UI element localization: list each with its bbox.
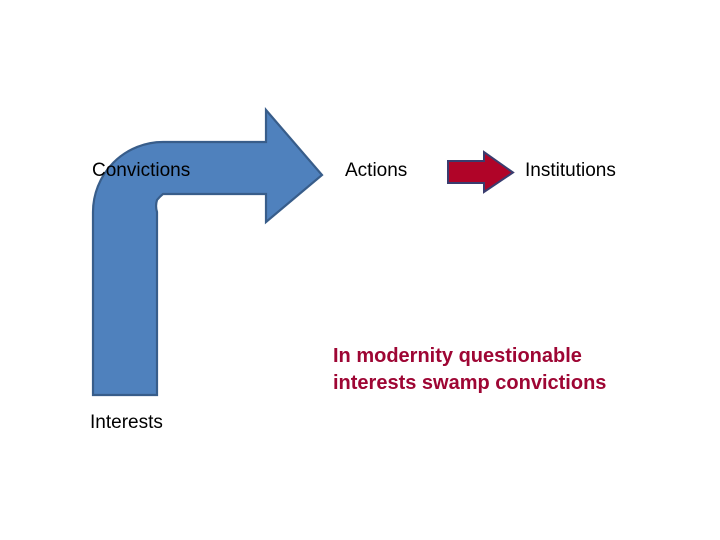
node-label-interests: Interests	[90, 412, 163, 433]
blue-elbow-arrow	[91, 107, 324, 397]
caption-line-2: interests swamp convictions	[333, 372, 607, 394]
node-label-actions: Actions	[345, 160, 408, 181]
blue-arrow-shape	[91, 107, 324, 397]
node-label-institutions: Institutions	[525, 160, 616, 181]
caption-line-1: In modernity questionable	[333, 345, 582, 367]
red-arrow	[447, 150, 515, 194]
caption-text: In modernity questionable interests swam…	[333, 343, 683, 397]
red-arrow-shape	[447, 150, 515, 194]
node-label-convictions: Convictions	[92, 160, 191, 181]
